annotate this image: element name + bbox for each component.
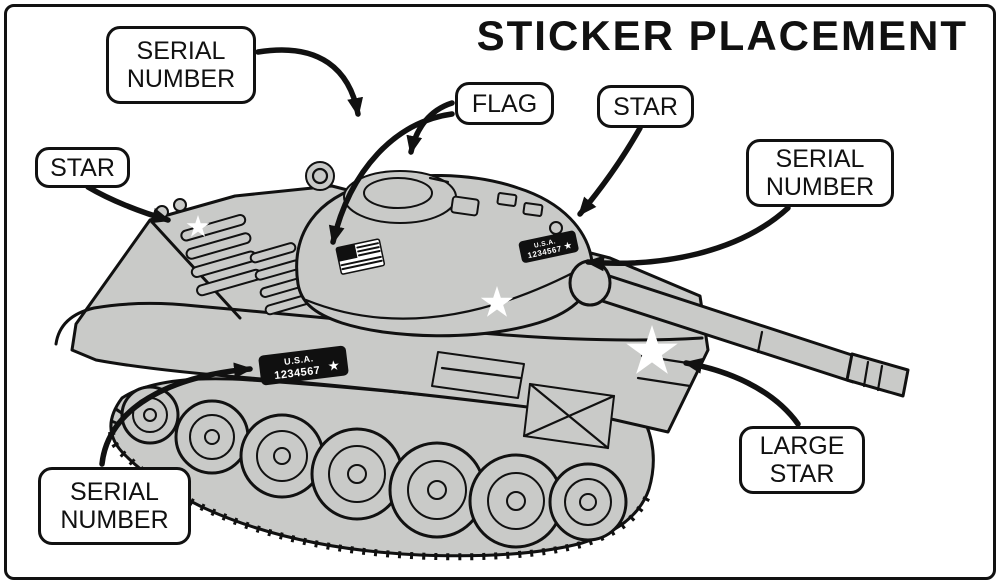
callout-flag: FLAG xyxy=(455,82,554,125)
vent-dome xyxy=(305,161,335,191)
flag-sticker xyxy=(335,238,386,275)
callout-serial-number-right: SERIAL NUMBER xyxy=(746,139,894,207)
callout-label: FLAG xyxy=(471,89,538,118)
muzzle-slots xyxy=(862,360,884,392)
arrow-large-star xyxy=(683,357,801,427)
road-wheel xyxy=(388,441,486,539)
callout-label: SERIAL NUMBER xyxy=(60,478,169,534)
muzzle-brake xyxy=(845,352,910,398)
fender-line xyxy=(54,301,704,346)
arrow-flag-short xyxy=(406,100,455,155)
callout-star-left: STAR xyxy=(35,147,130,188)
arrow-star-top xyxy=(577,125,643,217)
road-wheel xyxy=(174,399,250,475)
arrow-star-left xyxy=(85,184,171,224)
diagram-title: STICKER PLACEMENT xyxy=(476,12,968,59)
callout-label: SERIAL NUMBER xyxy=(765,145,875,201)
headlight xyxy=(173,198,187,212)
callout-star-top: STAR xyxy=(597,85,694,128)
road-wheel xyxy=(239,413,325,499)
arrow-serial-top xyxy=(255,47,363,117)
callout-serial-number-top: SERIAL NUMBER xyxy=(106,26,256,104)
callout-large-star: LARGE STAR xyxy=(739,426,865,494)
arrow-serial-bottom xyxy=(99,362,253,467)
road-wheels xyxy=(120,385,628,549)
front-grille xyxy=(249,242,312,316)
svg-text:U.S.A.: U.S.A. xyxy=(533,238,556,249)
callout-serial-number-bottom: SERIAL NUMBER xyxy=(38,467,191,545)
stowage-box xyxy=(431,351,525,399)
side-panel-brace xyxy=(522,382,616,450)
turret-serial-plate: U.S.A. 1234567 xyxy=(518,230,579,263)
periscope xyxy=(496,192,518,207)
antenna-base xyxy=(549,221,563,235)
svg-text:U.S.A.: U.S.A. xyxy=(284,353,315,367)
vent-dome-cap xyxy=(311,167,329,185)
road-wheel xyxy=(468,453,564,549)
callout-label: STAR xyxy=(613,92,678,121)
periscope xyxy=(522,202,544,217)
hull-serial-plate: U.S.A. 1234567 xyxy=(258,345,349,386)
stowage-box-line xyxy=(440,366,522,380)
road-wheel xyxy=(310,427,404,521)
idler-wheel xyxy=(548,462,628,542)
turret-seam xyxy=(304,264,588,320)
cupola-hatch xyxy=(363,177,433,209)
arrow-flag-long xyxy=(328,111,455,245)
arrow-serial-right xyxy=(585,205,791,272)
callout-label: LARGE STAR xyxy=(759,432,845,488)
mg-mount xyxy=(450,195,480,217)
svg-text:1234567: 1234567 xyxy=(274,365,321,383)
callout-label: SERIAL NUMBER xyxy=(126,37,236,93)
callout-arrows xyxy=(85,47,801,467)
track-treads xyxy=(108,407,654,561)
hatch-handle xyxy=(428,176,450,184)
drive-sprocket xyxy=(120,385,180,445)
gun-mantlet xyxy=(568,259,612,307)
barrel-ring xyxy=(756,330,764,354)
callout-label: STAR xyxy=(50,153,115,182)
